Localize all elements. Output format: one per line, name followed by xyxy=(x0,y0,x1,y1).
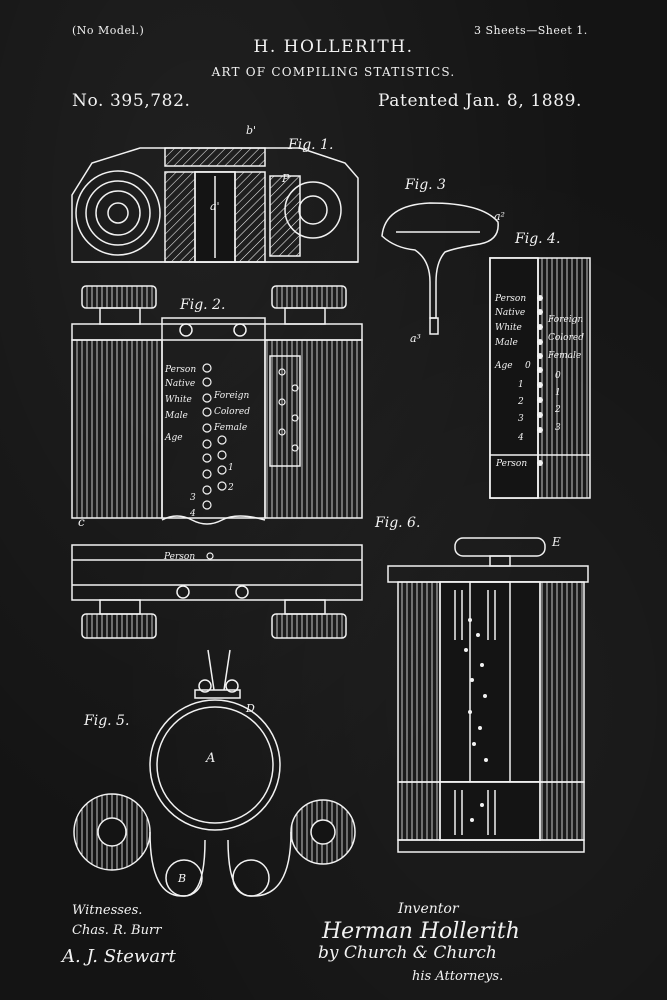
svg-text:1: 1 xyxy=(228,463,234,473)
fig2-label: Fig. 2. xyxy=(179,297,225,313)
svg-text:1: 1 xyxy=(518,380,524,390)
svg-text:Person: Person xyxy=(495,459,527,469)
svg-text:Female: Female xyxy=(213,423,247,433)
svg-text:Age: Age xyxy=(494,361,513,371)
svg-text:Foreign: Foreign xyxy=(547,315,583,325)
attorneys-label: his Attorneys. xyxy=(412,969,503,984)
ref-a2: a² xyxy=(494,210,505,223)
svg-text:4: 4 xyxy=(517,433,524,443)
svg-text:Person: Person xyxy=(163,552,195,562)
patent-title: ART OF COMPILING STATISTICS. xyxy=(211,65,456,79)
svg-text:Female: Female xyxy=(547,351,581,361)
svg-text:Native: Native xyxy=(164,379,195,389)
witnesses-label: Witnesses. xyxy=(72,903,142,918)
svg-text:Age: Age xyxy=(164,433,183,443)
svg-text:Foreign: Foreign xyxy=(213,391,249,401)
svg-text:Person: Person xyxy=(494,294,526,304)
figure-1 xyxy=(71,147,359,263)
ref-a-prime: a' xyxy=(210,200,220,213)
ref-c: c xyxy=(78,515,85,529)
inventor-signature: Herman Hollerith xyxy=(321,919,520,944)
svg-text:3: 3 xyxy=(518,414,524,424)
witness-1-signature: Chas. R. Burr xyxy=(72,923,162,938)
fig2-card-holes xyxy=(202,363,299,560)
fig2-card-labels: Person Native White Male Age Foreign Col… xyxy=(163,365,250,562)
svg-text:Native: Native xyxy=(494,308,525,318)
figure-3 xyxy=(381,202,499,335)
svg-text:2: 2 xyxy=(227,483,234,493)
svg-text:3: 3 xyxy=(555,423,561,433)
witness-2-signature: A. J. Stewart xyxy=(60,946,177,967)
figure-6 xyxy=(387,537,589,853)
inventor-label: Inventor xyxy=(397,901,460,917)
svg-text:Male: Male xyxy=(164,411,188,421)
svg-text:Male: Male xyxy=(494,338,518,348)
svg-text:4: 4 xyxy=(189,509,196,519)
fig4-label: Fig. 4. xyxy=(514,231,560,247)
svg-text:0: 0 xyxy=(555,371,561,381)
svg-text:Colored: Colored xyxy=(548,333,584,343)
ref-d: D xyxy=(245,702,255,715)
fig1-label: Fig. 1. xyxy=(287,137,333,153)
patent-date: Patented Jan. 8, 1889. xyxy=(378,91,583,111)
fig4-card-labels: Person Native White Male Age Foreign Col… xyxy=(494,294,584,469)
fig3-label: Fig. 3 xyxy=(404,177,446,193)
fig6-pin-dots xyxy=(464,618,488,822)
ref-e: E xyxy=(551,535,561,549)
svg-text:Person: Person xyxy=(164,365,196,375)
fig6-label: Fig. 6. xyxy=(374,515,420,531)
svg-text:0: 0 xyxy=(525,361,531,371)
patent-number: No. 395,782. xyxy=(72,91,191,111)
svg-text:2: 2 xyxy=(554,405,561,415)
svg-text:2: 2 xyxy=(517,397,524,407)
ref-p: P xyxy=(281,172,290,185)
ref-a3: a³ xyxy=(410,332,421,345)
svg-text:3: 3 xyxy=(190,493,196,503)
ref-b-prime: b' xyxy=(246,124,256,137)
svg-text:White: White xyxy=(165,395,192,405)
inventor-name: H. HOLLERITH. xyxy=(253,37,414,57)
model-note: (No Model.) xyxy=(72,24,145,37)
attorneys-signature: by Church & Church xyxy=(318,943,497,963)
sheet-note: 3 Sheets—Sheet 1. xyxy=(474,24,588,37)
figure-2 xyxy=(71,285,363,639)
figure-5 xyxy=(73,649,356,897)
ref-a: A xyxy=(205,751,215,766)
ref-b: B xyxy=(177,872,186,885)
svg-text:Colored: Colored xyxy=(214,407,250,417)
svg-text:White: White xyxy=(495,323,522,333)
fig4-card-holes xyxy=(537,295,543,466)
svg-text:1: 1 xyxy=(555,388,561,398)
fig5-label: Fig. 5. xyxy=(83,713,129,729)
